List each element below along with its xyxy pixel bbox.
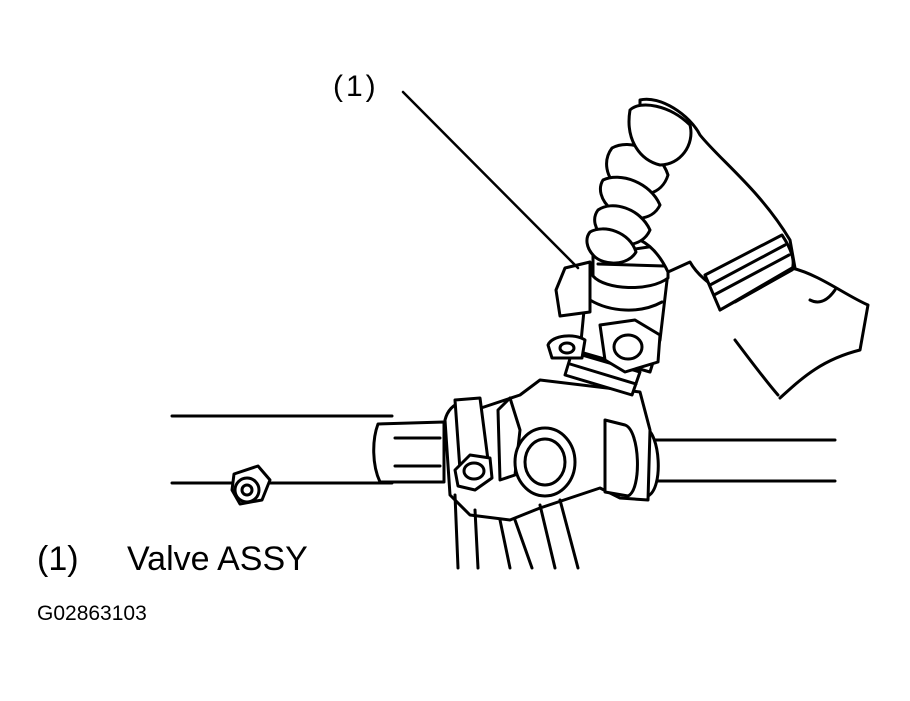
bushing-icon: [230, 464, 272, 506]
hand-icon: [585, 97, 870, 400]
leader-line: [401, 90, 580, 270]
legend-item: (1) Valve ASSY: [37, 540, 308, 579]
callout-label: (1): [333, 70, 379, 103]
steering-gear-box-icon: [443, 378, 652, 570]
figure-id: G02863103: [37, 602, 147, 625]
legend-number: (1): [37, 540, 79, 578]
steering-rack-tube-left: [170, 414, 446, 485]
valve-assy-icon: [546, 223, 670, 397]
steering-rack-tube-right: [630, 426, 837, 498]
legend-label: Valve ASSY: [127, 540, 308, 578]
